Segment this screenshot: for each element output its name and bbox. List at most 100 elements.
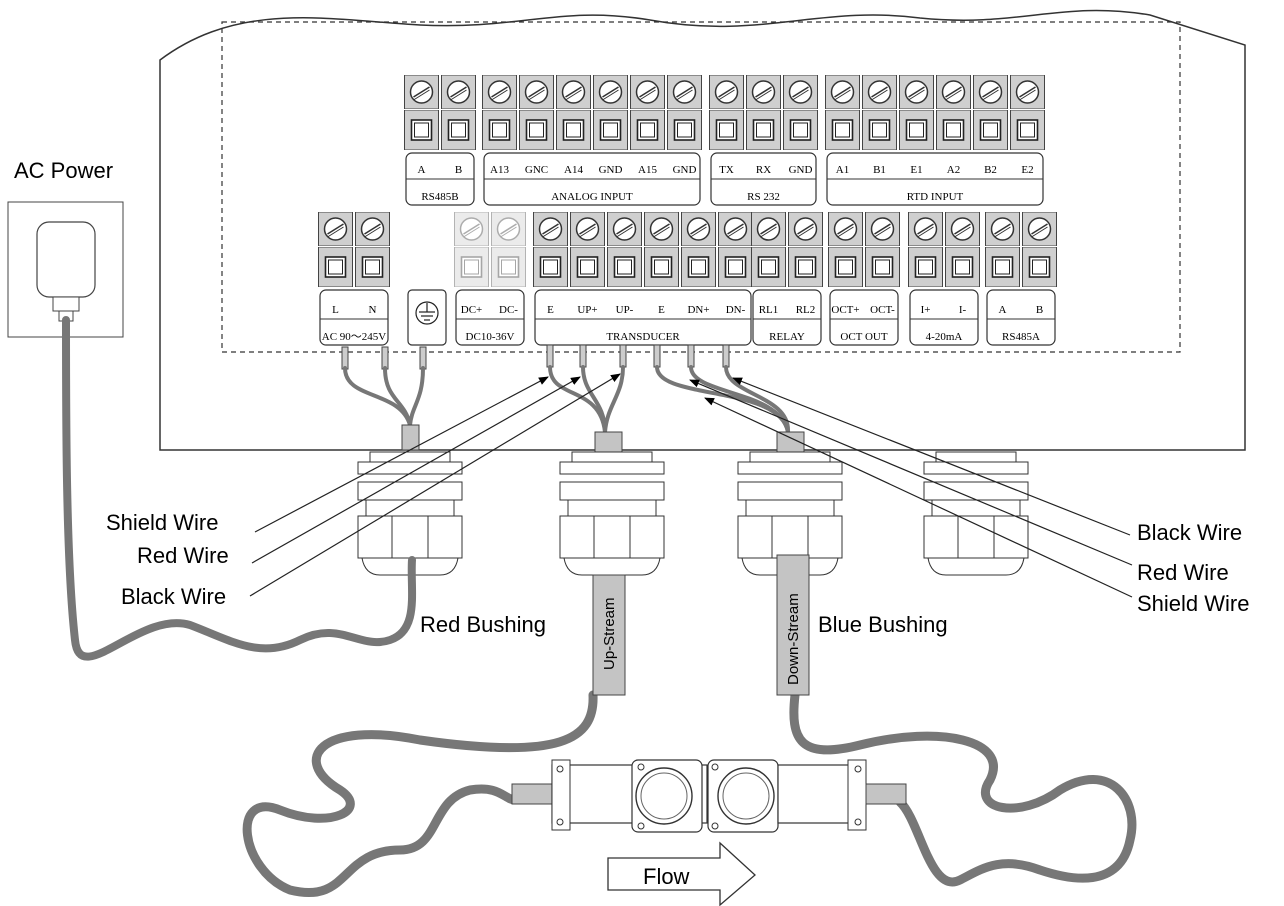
earth-terminal [407, 289, 447, 346]
analog-term-label: GND [673, 164, 697, 176]
relay-terminal-0 [750, 212, 787, 287]
dc-terminal-0 [453, 212, 490, 287]
rtd-terminal-0 [824, 75, 861, 150]
analog-terminal-1 [518, 75, 555, 150]
oct-term-label: OCT- [870, 304, 895, 316]
right-black-wire-label: Black Wire [1137, 520, 1242, 545]
ac-power-label: AC Power [14, 158, 113, 183]
transducer-term-label: E [547, 304, 554, 316]
dc-group-label: DC10-36V [466, 331, 515, 343]
ac-terminal-0 [317, 212, 354, 287]
relay-group-label: RELAY [769, 331, 805, 343]
left-red-wire-label: Red Wire [137, 543, 229, 568]
cable-gland-2 [737, 451, 843, 576]
rtd-term-label: A1 [836, 164, 849, 176]
left-wire-leaders [249, 373, 621, 597]
rtd-terminal-5 [1009, 75, 1046, 150]
rtd-terminal-2 [898, 75, 935, 150]
right-shield-wire-label: Shield Wire [1137, 591, 1249, 616]
left-shield-wire-label: Shield Wire [106, 510, 218, 535]
analog-terminal-0 [481, 75, 518, 150]
rs232-terminal-1 [745, 75, 782, 150]
rs232-terminal-0 [708, 75, 745, 150]
oct-term-label: OCT+ [831, 304, 859, 316]
ma-terminal-1 [944, 212, 981, 287]
ac-group-label: AC 90～245V [322, 331, 387, 343]
oct-group-label: OCT OUT [840, 331, 887, 343]
upstream-label: Up-Stream [601, 597, 618, 670]
rs232-term-label: TX [719, 164, 734, 176]
upstream-cable-jacket [592, 574, 626, 696]
rtd-terminal-1 [861, 75, 898, 150]
relay-term-label: RL2 [796, 304, 816, 316]
red-bushing-label: Red Bushing [420, 612, 546, 637]
relay-term-label: RL1 [759, 304, 779, 316]
transducer-term-label: UP- [616, 304, 634, 316]
oct-terminal-1 [864, 212, 901, 287]
flow-arrow [607, 841, 756, 906]
rs485a-terminal-0 [984, 212, 1021, 287]
rs485a-label-box [986, 289, 1056, 346]
cable-glands [357, 451, 1029, 576]
flow-label: Flow [643, 864, 690, 889]
rtd-term-label: E2 [1021, 164, 1033, 176]
terminal-area-boundary [221, 21, 1181, 353]
analog-term-label: GNC [525, 164, 548, 176]
transducer-terminal-1 [569, 212, 606, 287]
transducer-terminal-0 [532, 212, 569, 287]
analog-terminal-4 [629, 75, 666, 150]
rtd-terminal-3 [935, 75, 972, 150]
ac-label-box [319, 289, 389, 346]
transducer-term-label: E [658, 304, 665, 316]
analog-term-label: A15 [638, 164, 657, 176]
power-cable [62, 316, 417, 661]
ac-terminal-1 [354, 212, 391, 287]
rs232-term-label: GND [789, 164, 813, 176]
rs485a-terminal-1 [1021, 212, 1058, 287]
dc-term-label: DC- [499, 304, 518, 316]
dc-term-label: DC+ [461, 304, 482, 316]
downstream-cable [789, 690, 1137, 887]
rs485a-group-label: RS485A [1002, 331, 1040, 343]
downstream-cable-jacket [776, 554, 810, 696]
oct-label-box [829, 289, 899, 346]
relay-terminal-1 [787, 212, 824, 287]
ac-power-outlet [7, 201, 124, 338]
analog-group-label: ANALOG INPUT [551, 191, 633, 203]
ma-terminal-block: I+I-4-20mA [907, 212, 981, 346]
rtd-term-label: B2 [984, 164, 997, 176]
rs485b-terminal-1 [440, 75, 477, 150]
rs485b-terminal-0 [403, 75, 440, 150]
upstream-cable [242, 690, 598, 898]
ma-label-box [909, 289, 979, 346]
downstream-transducer [707, 759, 907, 833]
ma-term-label: I+ [921, 304, 931, 316]
rtd-group-label: RTD INPUT [907, 191, 964, 203]
internal-wires [343, 365, 791, 434]
rs232-group-label: RS 232 [747, 191, 780, 203]
cable-gland-3 [923, 451, 1029, 576]
upstream-transducer [511, 759, 708, 833]
transducer-terminal-2 [606, 212, 643, 287]
analog-term-label: GND [599, 164, 623, 176]
ma-terminal-0 [907, 212, 944, 287]
right-wire-leaders [689, 377, 1133, 598]
transducer-term-label: DN+ [687, 304, 709, 316]
analog-terminal-3 [592, 75, 629, 150]
rs485a-term-label: A [999, 304, 1007, 316]
downstream-label: Down-Stream [785, 593, 802, 685]
rs485b-term-label: A [418, 164, 426, 176]
ac-term-label: N [369, 304, 377, 316]
blue-bushing-label: Blue Bushing [818, 612, 948, 637]
rs485a-term-label: B [1036, 304, 1043, 316]
analog-terminal-5 [666, 75, 703, 150]
rtd-term-label: E1 [910, 164, 922, 176]
